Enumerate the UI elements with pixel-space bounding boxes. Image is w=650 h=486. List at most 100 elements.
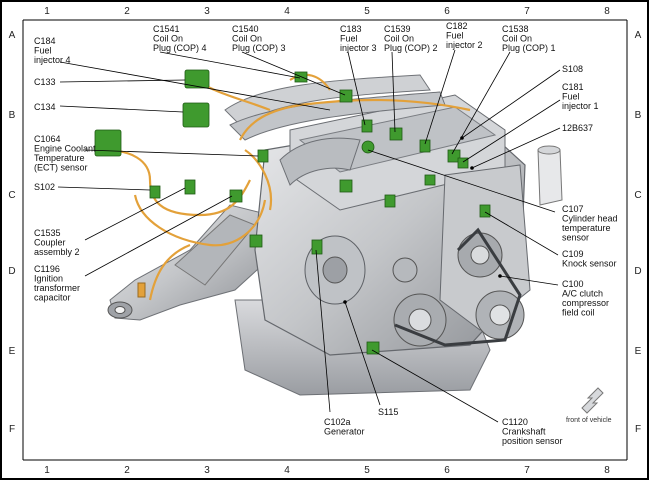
label-line: 12B637 [562,123,593,133]
leader-c134 [59,105,184,113]
label-line: C1535 [34,228,61,238]
label-s115: S115 [378,407,398,417]
grid-label: A [9,30,16,41]
label-line: capacitor [34,293,71,303]
grid-label: 7 [524,465,530,476]
label-line: assembly 2 [34,247,80,257]
leader-c1535 [84,187,186,241]
label-line: Plug (COP) 4 [153,43,207,53]
harness-main-top [239,98,471,141]
label-line: C183 [340,24,362,34]
leader-12b637 [471,127,561,169]
label-line: C1540 [232,24,259,34]
label-line: Knock sensor [562,259,617,269]
grid-label: B [9,110,16,121]
label-line: S108 [562,64,583,74]
grid-label: E [9,346,16,357]
label-line: Coupler [34,238,66,248]
grid-label: 2 [124,465,130,476]
label-line: (ECT) sensor [34,163,88,173]
label-line: C1064 [34,134,61,144]
leader-c183 [347,51,366,126]
leader-c1120 [371,349,499,423]
leader-c1540 [241,51,346,96]
leader-c107 [367,149,556,213]
label-line: C181 [562,82,584,92]
grid-label: E [635,346,642,357]
grid-label: 3 [204,6,210,17]
label-line: temperature [562,223,611,233]
label-line: sensor [562,233,589,243]
label-line: Temperature [34,153,85,163]
label-line: C107 [562,204,584,214]
grid-label: 1 [44,465,50,476]
label-line: S102 [34,182,55,192]
grid-label: D [8,266,15,277]
grid-label: 8 [604,6,610,17]
connector-lower-1 [249,234,263,248]
grid-label: C [8,190,15,201]
label-line: A/C clutch [562,289,603,299]
label-line: C109 [562,249,584,259]
label-12b637: 12B637 [562,123,593,133]
label-line: C134 [34,102,56,112]
grid-label: 4 [284,465,290,476]
crankshaft-pulley-hub [408,308,432,332]
connector-c182 [419,139,431,153]
connector-c134 [182,102,210,128]
tensioner-pulley [392,257,418,283]
grid-label: 8 [604,465,610,476]
label-line: C184 [34,36,56,46]
harness-branch-ect [104,148,251,217]
leader-c182 [424,49,456,145]
dot-c100 [498,274,502,278]
connector-block-3 [424,174,436,186]
grid-label: 3 [204,465,210,476]
label-line: C1196 [34,264,60,274]
label-line: Fuel [562,92,580,102]
connector-c1064 [94,129,122,157]
label-line: Crankshaft [502,427,546,437]
label-line: compressor [562,298,609,308]
leader-s115 [344,301,381,406]
label-s102: S102 [34,182,55,192]
label-line: Engine Coolant [34,144,96,154]
connector-c1120 [366,341,380,355]
leader-c133 [59,79,186,83]
harness-branch-o2 [148,243,191,301]
grid-label: 5 [364,6,370,17]
harness-branch-mid [244,149,273,211]
leader-lines [57,49,561,423]
dot-s108 [460,136,464,140]
label-line: Coil On [384,34,414,44]
grid-label: 2 [124,6,130,17]
connector-s102 [149,185,161,199]
leader-c100 [499,275,559,286]
label-line: Coil On [502,34,532,44]
dot-s115 [343,300,347,304]
label-line: C1538 [502,24,529,34]
label-line: Ignition [34,274,63,284]
grid-label: 7 [524,6,530,17]
grid-label: F [635,424,641,435]
connector-c1540 [339,89,353,103]
grid-label: 4 [284,6,290,17]
generator-pulley [322,256,348,284]
label-line: C1541 [153,24,180,34]
label-line: injector 4 [34,55,71,65]
connector-block-1 [339,179,353,193]
leader-c184 [59,61,331,111]
coolant-reservoir-cap [537,145,561,155]
